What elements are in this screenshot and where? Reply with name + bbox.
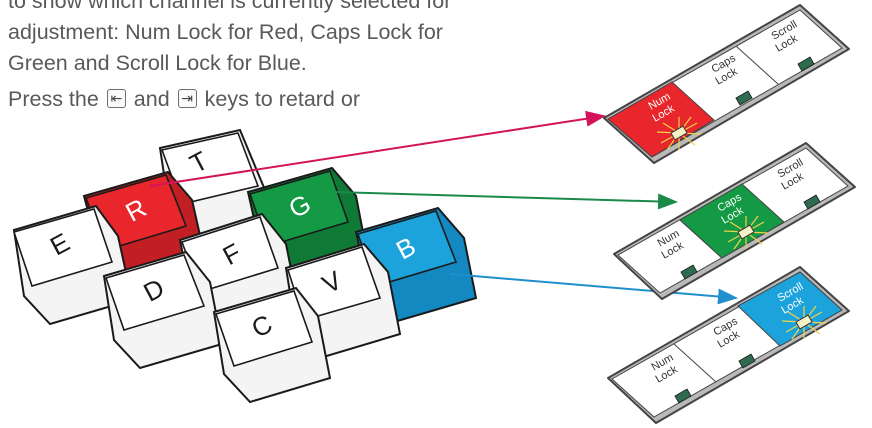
num-lock-led [674,388,692,404]
green-arrow [333,191,678,210]
caps-lock-led [738,353,756,369]
text-line-4: Press the ⇤ and ⇥ keys to retard or [8,84,568,115]
num-lock-led [680,264,698,280]
indicator-strip-red: Num Lock Caps Lock Scroll Lock [603,4,850,164]
left-arrow-key-icon: ⇤ [106,89,126,108]
scroll-lock-led [797,56,815,72]
scroll-lock-led-on [795,314,813,330]
key-d: D [102,250,224,370]
key-c: C [212,286,332,404]
text-line-4-before: Press the [8,87,99,111]
instruction-text: to show which channel is currently selec… [8,0,568,120]
text-line-1: to show which channel is currently selec… [8,0,452,13]
caps-lock-led [735,90,753,106]
text-line-3: Green and Scroll Lock for Blue. [8,51,307,75]
text-line-4-mid: and [133,87,170,111]
scroll-lock-led [803,194,821,210]
red-arrow [149,110,606,187]
text-line-2: adjustment: Num Lock for Red, Caps Lock … [8,20,443,44]
indicator-strip-green: Num Lock Caps Lock Scroll Lock [613,142,856,300]
indicator-strip-blue: Num Lock Caps Lock Scroll Lock [607,266,850,424]
blue-arrow [449,273,738,305]
key-e: E [12,204,134,326]
right-arrow-key-icon: ⇥ [177,89,197,108]
caps-lock-led-on [737,224,755,240]
text-line-4-after: keys to retard or [204,87,360,111]
num-lock-led [670,125,688,141]
